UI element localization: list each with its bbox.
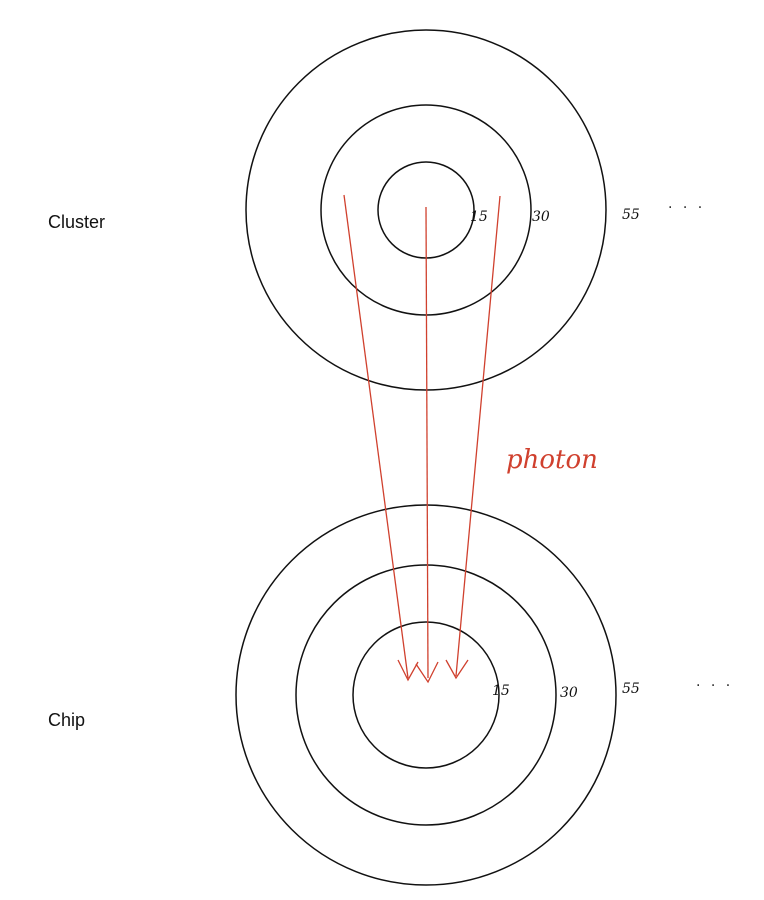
cluster-ring-label-30: 30	[532, 209, 550, 225]
cluster-label: Cluster	[48, 212, 105, 232]
photon-line-right	[455, 195, 501, 677]
chip-ring-label-15: 15	[492, 683, 510, 699]
photon-paths	[343, 194, 501, 684]
chip-ring-label-55: 55	[622, 681, 640, 697]
photon-line-center	[425, 206, 429, 679]
cluster-continuation-dots: · · ·	[668, 200, 705, 216]
cluster-ring-label-15: 15	[470, 209, 488, 225]
photon-label: photon	[506, 445, 598, 475]
photon-arrowhead-center	[415, 661, 439, 684]
cluster-group: Cluster 15 30 55 · · ·	[48, 29, 705, 391]
chip-ring-middle	[295, 564, 557, 826]
photon-arrowhead-left	[397, 659, 419, 682]
chip-label: Chip	[48, 710, 85, 730]
chip-ring-outer	[235, 504, 617, 886]
cluster-ring-label-55: 55	[622, 207, 640, 223]
chip-group: Chip 15 30 55 · · ·	[48, 504, 733, 886]
cluster-ring-outer	[245, 29, 607, 391]
chip-ring-inner	[352, 621, 500, 769]
chip-ring-label-30: 30	[560, 685, 578, 701]
photon-line-left	[343, 194, 409, 679]
chip-continuation-dots: · · ·	[696, 678, 733, 694]
photon-arrowhead-right	[445, 659, 469, 680]
